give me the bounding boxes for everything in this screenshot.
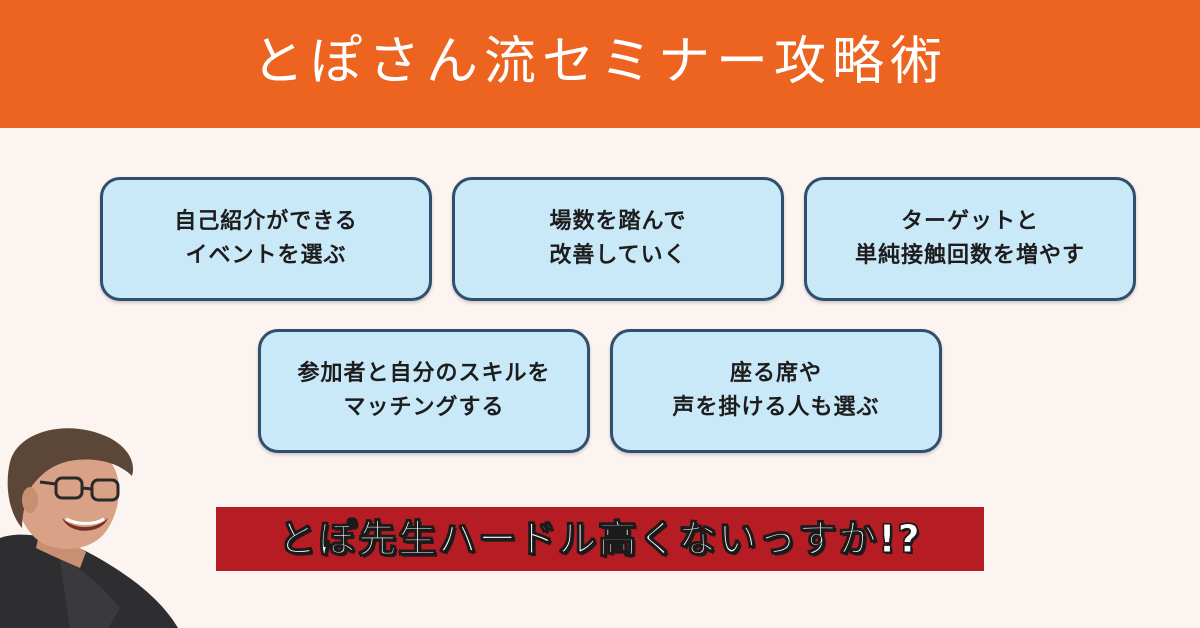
tip-card-line: 改善していく [549,243,687,268]
tip-card-line: 座る席や [729,360,822,386]
page-title: とぽさん流セミナー攻略術 [251,32,948,92]
person-ear [22,487,38,513]
person-mouth [62,518,108,531]
banner-text: とぽ先生ハードル高くないっすか!? [278,517,922,561]
tip-card-line: ターゲットと [900,208,1039,234]
header-bar: とぽさん流セミナー攻略術 [0,0,1200,128]
tip-card-target-contact: ターゲットと 単純接触回数を増やす [804,177,1136,301]
tip-card-experience: 場数を踏んで 改善していく [452,177,784,301]
glasses-icon [39,476,120,502]
tip-card-line: 自己紹介ができる [174,208,358,234]
tip-card-line: マッチングする [343,395,505,420]
tip-card-line: 場数を踏んで [549,208,687,234]
tip-card-line: 参加者と自分のスキルを [297,360,551,386]
tip-card-line: イベントを選ぶ [185,243,347,268]
tip-card-line: 声を掛ける人も選ぶ [672,395,880,420]
person-collar [60,558,120,628]
tip-card-line: 単純接触回数を増やす [854,243,1085,268]
person-hair [7,428,134,528]
tip-card-seat-choice: 座る席や 声を掛ける人も選ぶ [610,329,942,453]
laughing-person-photo [0,428,178,628]
tip-card-skill-matching: 参加者と自分のスキルを マッチングする [258,329,590,453]
tip-card-self-introduction: 自己紹介ができる イベントを選ぶ [100,177,432,301]
question-banner: とぽ先生ハードル高くないっすか!? [216,507,984,571]
